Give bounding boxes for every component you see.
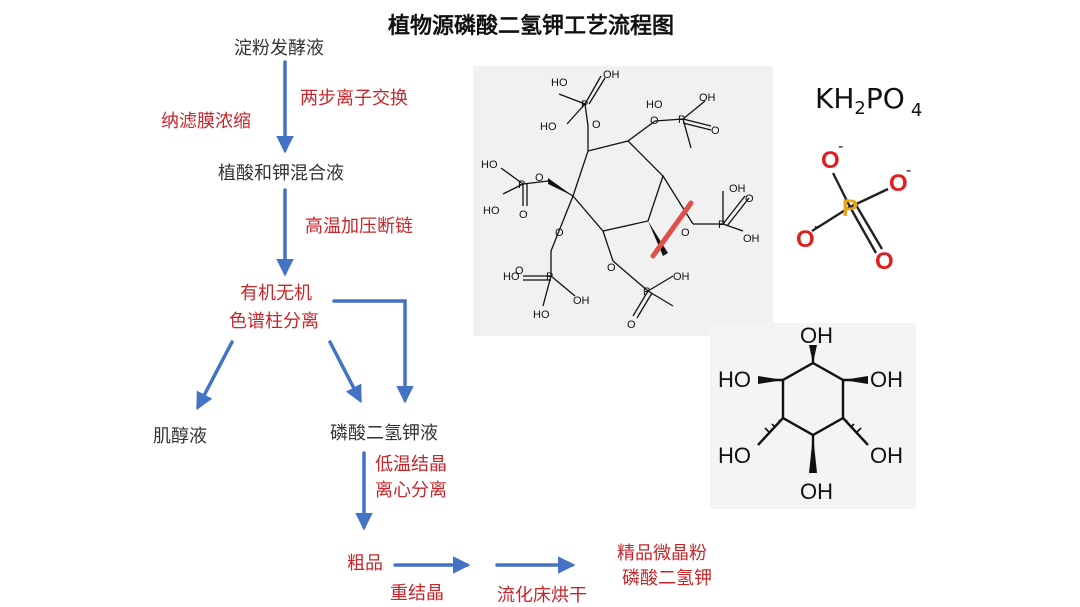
label-fluidized-drying: 流化床烘干 bbox=[497, 585, 587, 606]
svg-text:O: O bbox=[607, 262, 616, 274]
label-crystallization-line2: 离心分离 bbox=[375, 480, 447, 501]
node-phytic-potassium-mix: 植酸和钾混合液 bbox=[218, 163, 344, 184]
cleavage-mark bbox=[650, 200, 694, 259]
svg-text:P: P bbox=[718, 219, 725, 231]
svg-text:OH: OH bbox=[870, 367, 903, 392]
label-separation-line1: 有机无机 bbox=[240, 283, 312, 304]
svg-text:O: O bbox=[555, 227, 564, 239]
svg-text:HO: HO bbox=[503, 271, 520, 283]
arrow-separation-to-kdp bbox=[328, 340, 362, 404]
product-line2: 磷酸二氢钾 bbox=[622, 568, 712, 589]
svg-text:P: P bbox=[678, 114, 685, 126]
page-title: 植物源磷酸二氢钾工艺流程图 bbox=[388, 14, 675, 39]
svg-text:O: O bbox=[821, 147, 840, 174]
svg-text:O: O bbox=[535, 172, 544, 184]
svg-text:O: O bbox=[889, 170, 908, 197]
svg-text:HO: HO bbox=[540, 121, 557, 133]
svg-text:OH: OH bbox=[800, 323, 833, 348]
arrow-separation-to-inositol bbox=[196, 340, 234, 411]
svg-text:OH: OH bbox=[573, 295, 590, 307]
svg-text:O: O bbox=[519, 209, 528, 221]
inositol-structure: OH OH HO OH HO OH bbox=[710, 323, 916, 509]
svg-text:OH: OH bbox=[699, 92, 716, 104]
label-separation-line2: 色谱柱分离 bbox=[229, 311, 319, 332]
label-crystallization-line1: 低温结晶 bbox=[375, 454, 447, 475]
svg-text:O: O bbox=[745, 193, 754, 205]
svg-text:O: O bbox=[681, 227, 690, 239]
svg-text:O: O bbox=[592, 119, 601, 131]
svg-text:P: P bbox=[842, 195, 858, 222]
svg-text:OH: OH bbox=[743, 233, 760, 245]
svg-text:P: P bbox=[546, 271, 553, 283]
svg-text:OH: OH bbox=[603, 69, 620, 81]
svg-text:HO: HO bbox=[481, 159, 498, 171]
inositol-svg: OH OH HO OH HO OH bbox=[718, 323, 903, 504]
svg-text:O: O bbox=[711, 125, 720, 137]
arrow-separation-to-kdp-bypass bbox=[332, 299, 414, 404]
svg-text:P: P bbox=[518, 179, 525, 191]
node-kdp-liquid: 磷酸二氢钾液 bbox=[330, 423, 438, 444]
svg-text:HO: HO bbox=[551, 77, 568, 89]
svg-text:OH: OH bbox=[673, 271, 690, 283]
phytic-acid-svg: HO HO OH O O HO HO OH O O OH O HO O OH O… bbox=[481, 69, 760, 331]
svg-text:O: O bbox=[515, 265, 524, 277]
label-high-temp-pressure: 高温加压断链 bbox=[305, 216, 413, 237]
svg-text:P: P bbox=[643, 286, 650, 298]
node-start-starch-fermentation: 淀粉发酵液 bbox=[234, 38, 324, 59]
label-nanofiltration: 纳滤膜浓缩 bbox=[161, 111, 251, 132]
svg-text:O: O bbox=[627, 319, 636, 331]
svg-text:HO: HO bbox=[646, 99, 663, 111]
svg-text:P: P bbox=[581, 99, 588, 111]
product-line1: 精品微晶粉 bbox=[617, 543, 707, 564]
svg-text:HO: HO bbox=[483, 205, 500, 217]
node-crude-product: 粗品 bbox=[347, 553, 383, 574]
phosphate-ion-structure: P O O O O - - - bbox=[788, 135, 928, 275]
phytic-acid-structure: HO HO OH O O HO HO OH O O OH O HO O OH O… bbox=[473, 66, 773, 336]
svg-text:O: O bbox=[875, 248, 894, 270]
svg-text:O: O bbox=[650, 115, 659, 127]
node-inositol-liquid: 肌醇液 bbox=[153, 426, 207, 447]
svg-text:OH: OH bbox=[800, 479, 833, 504]
svg-text:-: - bbox=[906, 162, 911, 179]
svg-text:HO: HO bbox=[718, 443, 751, 468]
phosphate-svg: P O O O O - - - bbox=[796, 138, 911, 275]
svg-text:O: O bbox=[796, 226, 815, 253]
label-ion-exchange: 两步离子交换 bbox=[300, 88, 408, 109]
svg-text:OH: OH bbox=[729, 183, 746, 195]
svg-text:HO: HO bbox=[533, 309, 550, 321]
svg-text:-: - bbox=[838, 138, 843, 155]
svg-text:OH: OH bbox=[870, 443, 903, 468]
svg-text:-: - bbox=[814, 218, 819, 235]
svg-text:HO: HO bbox=[718, 367, 751, 392]
label-recrystallization: 重结晶 bbox=[390, 583, 444, 604]
